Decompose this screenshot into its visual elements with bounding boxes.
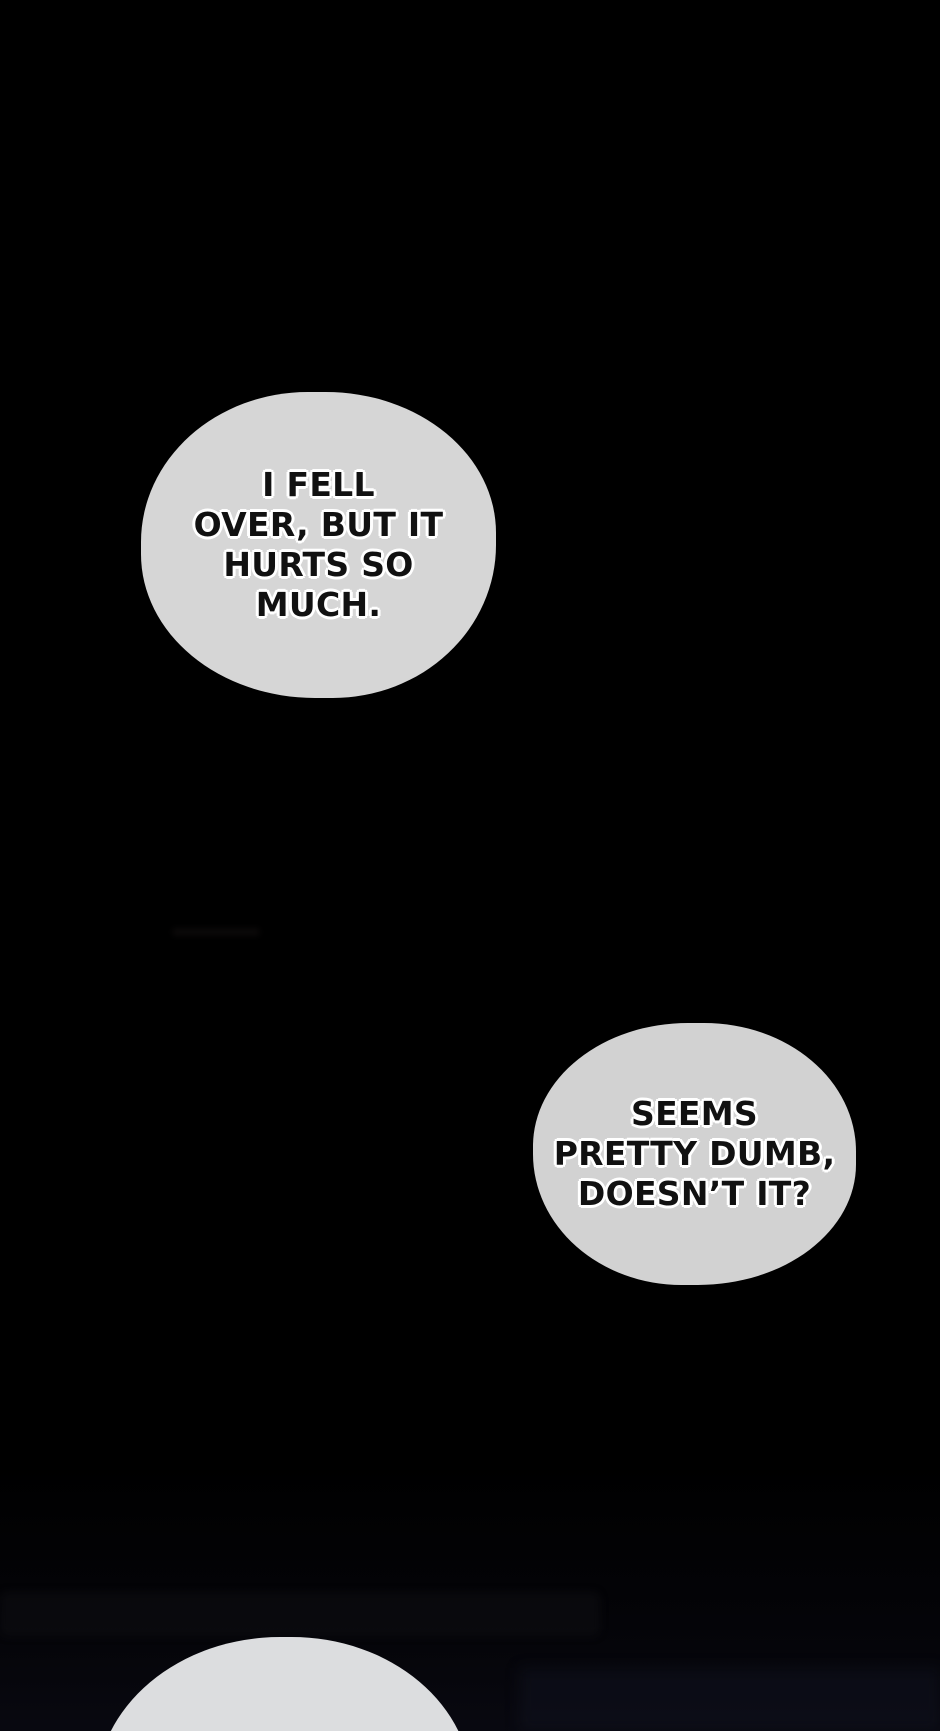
speech-line: HURTS SO	[223, 545, 414, 584]
background-silhouette-band	[0, 1592, 600, 1636]
background-faint-streak	[172, 928, 260, 936]
speech-line: I FELL	[262, 465, 375, 504]
speech-bubble-bottom-partial	[96, 1637, 472, 1731]
speech-line: DOESN’T IT?	[577, 1174, 812, 1213]
speech-line: OVER, BUT IT	[193, 505, 444, 544]
speech-line: PRETTY DUMB,	[553, 1134, 836, 1173]
speech-bubble-top-left: I FELL OVER, BUT IT HURTS SO MUCH.	[141, 392, 496, 698]
background-silhouette-blocks	[520, 1668, 940, 1731]
speech-line: MUCH.	[255, 585, 382, 624]
speech-line: SEEMS	[631, 1094, 758, 1133]
speech-bubble-middle-right: SEEMS PRETTY DUMB, DOESN’T IT?	[533, 1023, 856, 1285]
speech-text: I FELL OVER, BUT IT HURTS SO MUCH.	[194, 465, 444, 625]
speech-text: SEEMS PRETTY DUMB, DOESN’T IT?	[554, 1094, 836, 1214]
